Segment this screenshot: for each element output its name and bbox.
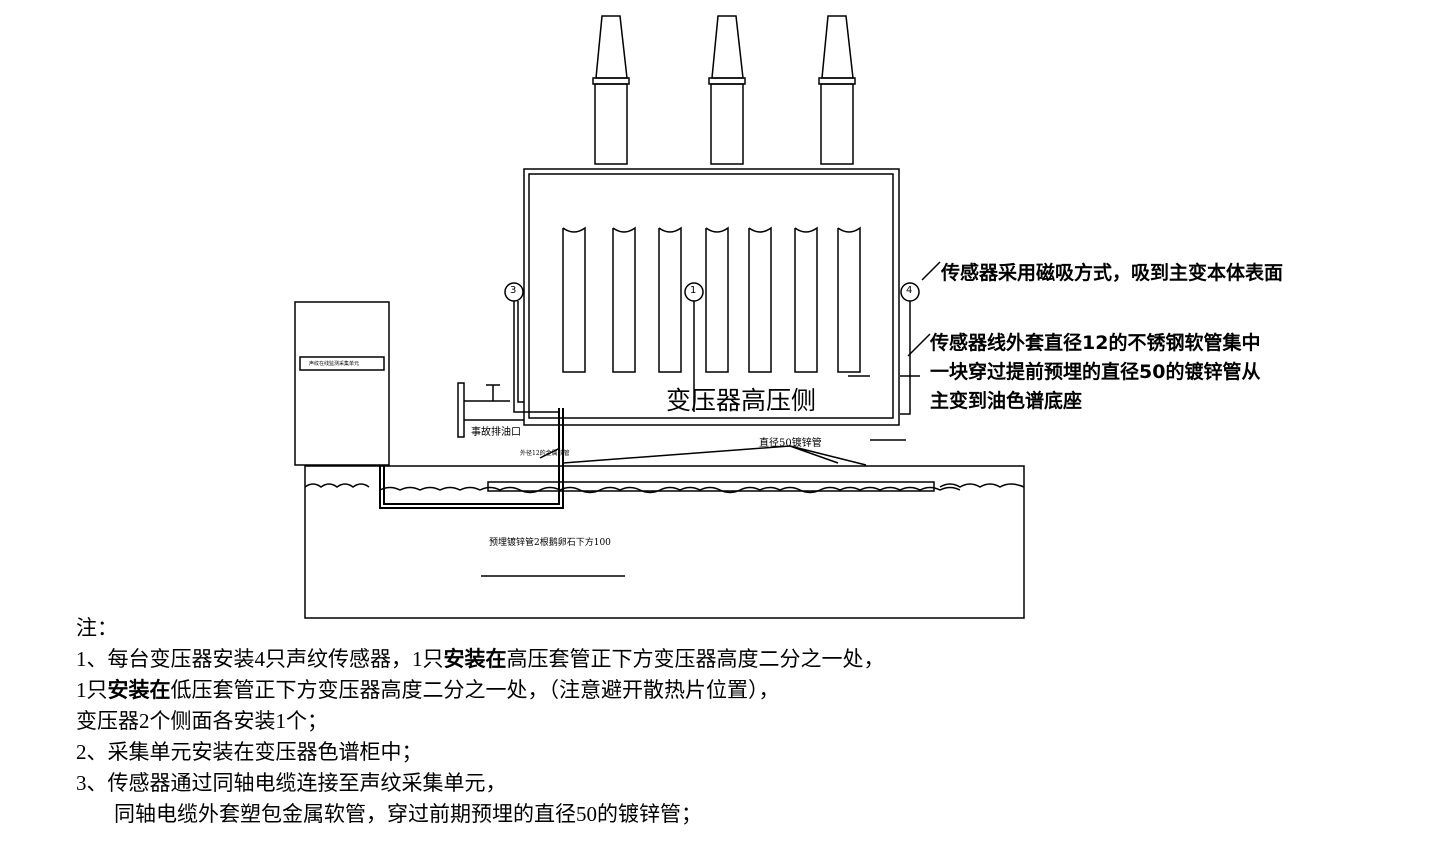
transformer-label: 变压器高压侧 (666, 386, 817, 415)
note-line-5: 3、传感器通过同轴电缆连接至声纹采集单元， (76, 771, 507, 795)
text-bold: 安装在 (443, 647, 507, 671)
text: 1、每台变压器安装4只声纹传感器，1只 (76, 647, 444, 671)
notes-title: 注： (76, 616, 118, 640)
text: 低压套管正下方变压器高度二分之一处，（注意避开散热片位置）， (170, 678, 780, 702)
annotation-cable-1: 传感器线外套直径12的不锈钢软管集中 (930, 332, 1261, 354)
ground (304, 465, 1025, 619)
text: 高压套管正下方变压器高度二分之一处， (506, 647, 885, 671)
annotation-cable-3: 主变到油色谱底座 (930, 390, 1083, 412)
cabinet (294, 301, 390, 466)
hose-label: 外径12的金属软管 (520, 450, 570, 457)
radiators (562, 226, 861, 373)
buried-label: 预埋镀锌管2根鹅卵石下方100 (489, 538, 611, 548)
annotation-magnetic: 传感器采用磁吸方式，吸到主变本体表面 (941, 262, 1284, 284)
note-line-4: 2、采集单元安装在变压器色谱柜中； (76, 740, 423, 764)
annotation-cable-2: 一块穿过提前预埋的直径50的镀锌管从 (930, 361, 1261, 383)
text-bold: 安装在 (107, 678, 171, 702)
note-line-6: 同轴电缆外套塑包金属软管，穿过前期预埋的直径50的镀锌管； (114, 802, 702, 826)
sensor-3: 3 (510, 285, 517, 296)
sensor-1: 1 (690, 285, 697, 296)
text: 1只 (76, 678, 108, 702)
drain-label: 事故排油口 (471, 427, 521, 438)
note-line-1: 1、每台变压器安装4只声纹传感器，1只安装在高压套管正下方变压器高度二分之一处， (76, 643, 885, 673)
pipe-label: 直径50镀锌管 (759, 438, 822, 449)
cabinet-label: 声纹在线监测采集单元 (309, 361, 360, 367)
note-line-2: 1只安装在低压套管正下方变压器高度二分之一处，（注意避开散热片位置）， (76, 674, 780, 704)
note-line-3: 变压器2个侧面各安装1个； (76, 709, 328, 733)
bushings (592, 15, 856, 165)
sensor-4: 4 (906, 285, 913, 296)
transformer-outer (523, 168, 900, 426)
